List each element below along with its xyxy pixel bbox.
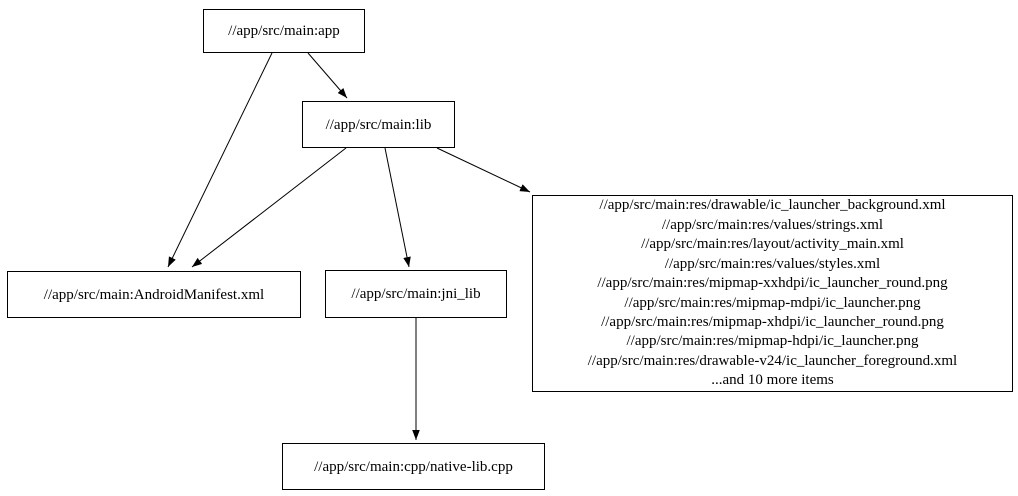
node-jni-lib: //app/src/main:jni_lib <box>325 270 507 318</box>
edge-lib-to-manifest <box>191 147 347 268</box>
resource-item: //app/src/main:res/drawable-v24/ic_launc… <box>587 352 958 369</box>
resource-item: //app/src/main:res/values/strings.xml <box>661 216 884 233</box>
node-android-manifest: //app/src/main:AndroidManifest.xml <box>7 271 301 318</box>
node-app: //app/src/main:app <box>203 9 365 53</box>
edge-app-to-manifest <box>167 52 273 268</box>
node-jni-lib-label: //app/src/main:jni_lib <box>351 286 481 302</box>
node-resources-group: //app/src/main:res/drawable/ic_launcher_… <box>532 195 1013 392</box>
resource-item: //app/src/main:res/mipmap-mdpi/ic_launch… <box>624 294 921 311</box>
node-lib-label: //app/src/main:lib <box>325 116 432 133</box>
resource-more-items: ...and 10 more items <box>711 372 834 389</box>
resource-item: //app/src/main:res/layout/activity_main.… <box>641 236 904 253</box>
resource-item: //app/src/main:res/values/styles.xml <box>664 255 881 272</box>
node-android-manifest-label: //app/src/main:AndroidManifest.xml <box>43 286 265 303</box>
resource-item: //app/src/main:res/mipmap-xhdpi/ic_launc… <box>601 313 944 330</box>
node-app-label: //app/src/main:app <box>228 23 340 39</box>
node-native-lib-cpp-label: //app/src/main:cpp/native-lib.cpp <box>314 458 513 475</box>
node-native-lib-cpp: //app/src/main:cpp/native-lib.cpp <box>282 443 545 490</box>
edge-app-to-lib <box>307 52 348 99</box>
resource-item: //app/src/main:res/mipmap-xxhdpi/ic_laun… <box>597 275 948 292</box>
resource-item: //app/src/main:res/drawable/ic_launcher_… <box>599 197 946 214</box>
resource-item: //app/src/main:res/mipmap-hdpi/ic_launch… <box>626 333 919 350</box>
node-lib: //app/src/main:lib <box>302 101 455 148</box>
edge-lib-to-resources <box>436 147 531 193</box>
edge-lib-to-jnilib <box>384 147 411 268</box>
